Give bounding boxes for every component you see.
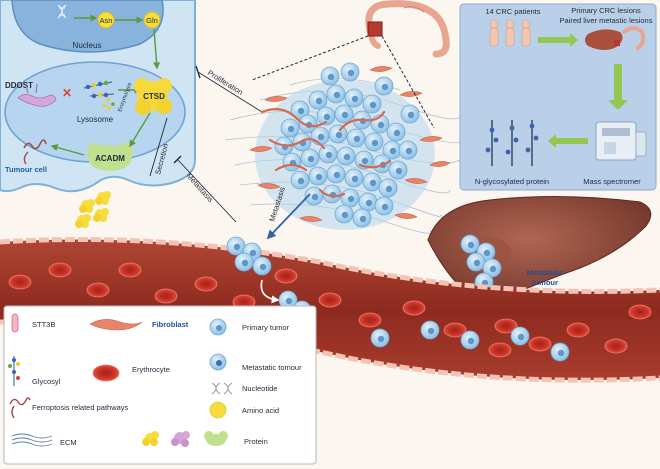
legend-protein-label: Protein — [244, 437, 268, 446]
lysosome-label: Lysosome — [77, 115, 114, 124]
nucleus: Nucleus Asn Gln — [11, 0, 164, 70]
legend-glycosyl-icon — [8, 356, 20, 386]
legend-amino-acid-icon — [209, 401, 227, 419]
ddost-protein-icon — [17, 83, 57, 107]
secreted-ctsd-group — [75, 191, 111, 228]
spectrometer-label: Mass spectromer — [583, 177, 641, 186]
protein-label: N-glycosylated protein — [475, 177, 549, 186]
legend-stt3b-label: STT3B — [32, 320, 55, 329]
vessel-sprouts — [260, 107, 392, 198]
legend-ecm-label: ECM — [60, 438, 77, 447]
liver-label-line1: Metastatic — [527, 268, 564, 277]
acadm-label: ACADM — [95, 154, 125, 163]
ferroptosis-pathway-icon — [23, 139, 47, 150]
liver-colon-sample-icon — [585, 26, 646, 50]
metastasis-center-arrow — [266, 193, 311, 240]
secretion-arrow — [149, 117, 168, 177]
gln-label: Gln — [146, 16, 158, 25]
patients-label: 14 CRC patients — [485, 7, 540, 16]
legend-ferroptosis-label: Ferroptosis related pathways — [32, 403, 129, 412]
legend-metastatic-tumour-label: Metastatic tomour — [242, 363, 302, 372]
legend: STT3B Fibroblast Primary tumor Glycosyl … — [3, 305, 317, 465]
colon-icon — [365, 0, 450, 58]
proliferation-line — [197, 71, 263, 113]
n-glycosylated-protein-icon — [485, 120, 539, 166]
gln-node — [143, 11, 161, 29]
metastasis-left-bar — [173, 155, 182, 164]
metastasis-left-line — [177, 159, 237, 223]
lesions-primary-label: Primary CRC lesions — [571, 6, 641, 15]
legend-ferroptosis-icon — [9, 397, 31, 419]
asn-label: Asn — [100, 16, 113, 25]
proliferation-label: Proliferation — [206, 68, 245, 97]
legend-metastatic-tumour-icon — [209, 353, 227, 371]
legend-primary-tumor-icon — [209, 318, 227, 336]
legend-glycosyl-label: Glycosyl — [32, 377, 61, 386]
glycosyl-chain-icon — [83, 80, 115, 99]
legend-erythrocyte-icon — [92, 364, 120, 382]
legend-primary-tumor-label: Primary tumor — [242, 323, 290, 332]
legend-nucleotide-label: Nucleotide — [242, 384, 277, 393]
ddost-label: DDOST — [5, 81, 33, 90]
legend-fibroblast-icon — [89, 319, 143, 331]
ctsd-node: CTSD — [134, 78, 172, 115]
legend-erythrocyte-label: Erythrocyte — [132, 365, 170, 374]
nucleus-label: Nucleus — [73, 41, 102, 50]
zoom-line-left — [251, 35, 369, 81]
proliferation-bar — [195, 65, 201, 79]
ferroptosis-tail-icon — [23, 151, 29, 165]
workflow-panel: 14 CRC patients Primary CRC lesions Pair… — [459, 3, 657, 191]
fibroblasts-cluster — [249, 66, 451, 222]
inhibit-x-icon: ✕ — [62, 86, 72, 100]
tumour-cell: Nucleus Asn Gln Lysosome DDOST ✕ — [0, 0, 196, 193]
liver-label-line2: tumour — [532, 278, 558, 287]
ctsd-label: CTSD — [143, 92, 165, 101]
legend-amino-acid-label: Amino acid — [242, 406, 279, 415]
workflow-arrow-2 — [608, 64, 628, 110]
acadm-to-ferroptosis-arrow — [50, 144, 85, 156]
workflow-arrow-3 — [548, 134, 588, 148]
acadm-node: ACADM — [87, 143, 133, 171]
patients-icon — [489, 19, 531, 47]
legend-ecm-icon — [11, 433, 53, 447]
dna-icon — [57, 4, 67, 19]
workflow-arrow-1 — [538, 33, 578, 47]
circulation-arrow — [260, 279, 280, 304]
mass-spectrometer-icon — [595, 121, 647, 161]
legend-protein-icons — [142, 431, 228, 447]
gln-to-ctsd-arrow — [153, 28, 161, 70]
zoom-line-right — [381, 35, 435, 129]
metastasis-left-label: Metastasis — [185, 171, 216, 204]
tumour-mass — [224, 62, 471, 234]
peptide-fragments-icon — [102, 98, 115, 110]
lesions-paired-label: Paired liver metastic lesions — [560, 16, 653, 25]
asn-node — [97, 11, 115, 29]
legend-fibroblast-label: Fibroblast — [152, 320, 189, 329]
legend-stt3b-icon — [11, 313, 19, 333]
legend-nucleotide-icon — [211, 382, 233, 395]
ctsd-to-acadm-arrow — [129, 112, 151, 148]
tumour-cell-label: Tumour cell — [5, 165, 47, 174]
